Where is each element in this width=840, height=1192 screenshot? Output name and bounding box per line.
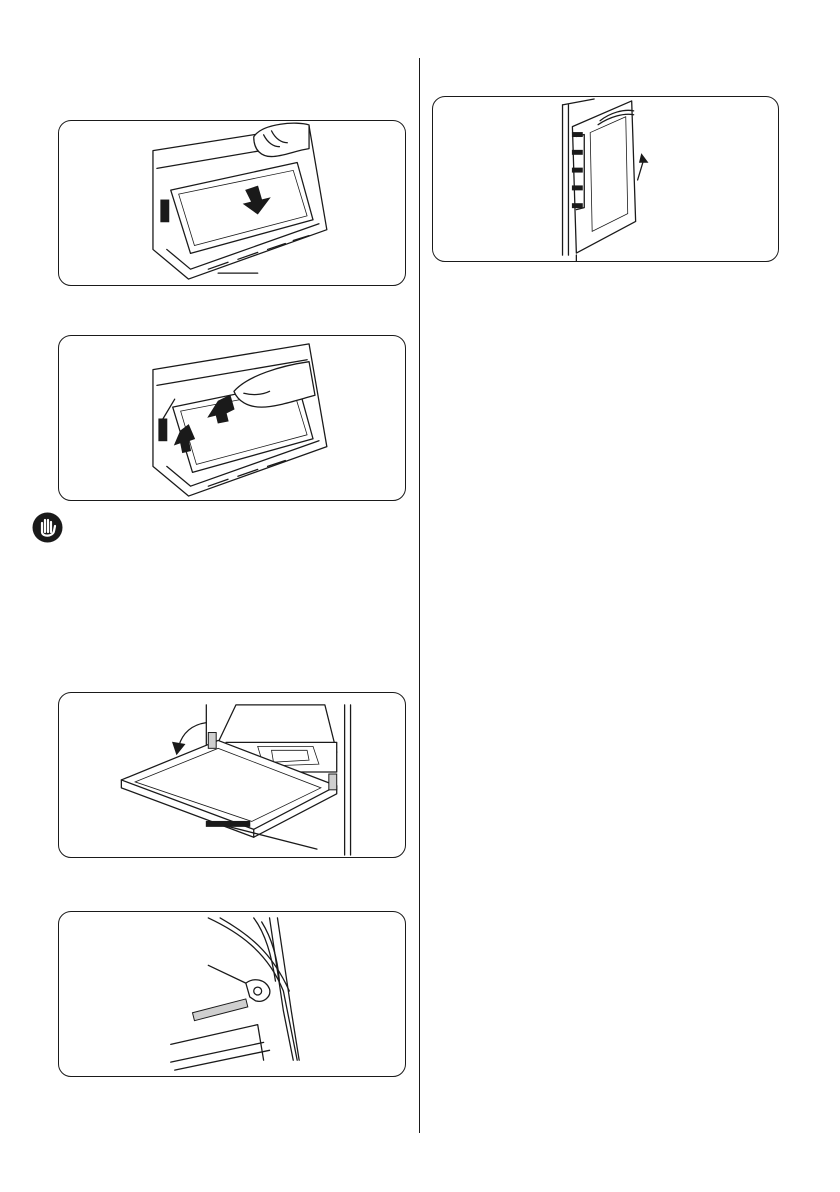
hinge-lever-illustration bbox=[59, 912, 405, 1076]
figure-remove-inner-glass bbox=[58, 120, 406, 286]
oven-open-door-illustration bbox=[59, 693, 405, 857]
figure-door-lift-off bbox=[432, 96, 779, 262]
oven-door-illustration bbox=[59, 336, 405, 500]
figure-door-open bbox=[58, 692, 406, 858]
figure-lift-inner-glass bbox=[58, 335, 406, 501]
hand-stop-icon bbox=[32, 512, 63, 543]
column-divider bbox=[419, 58, 420, 1133]
door-lift-off-illustration bbox=[433, 97, 778, 261]
figure-hinge-lever bbox=[58, 911, 406, 1077]
oven-door-illustration bbox=[59, 121, 405, 285]
